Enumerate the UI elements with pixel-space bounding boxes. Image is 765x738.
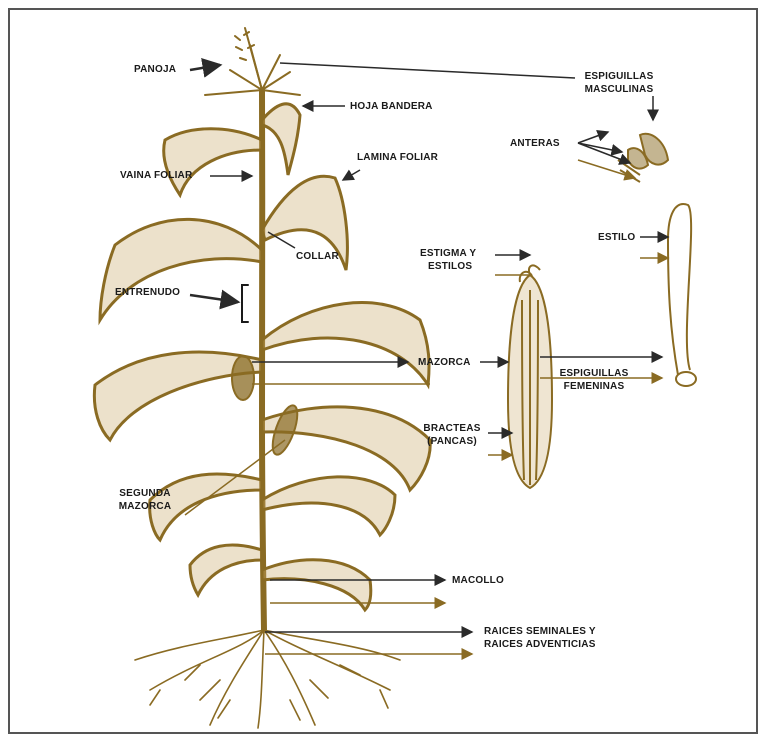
label-estilo: ESTILO (598, 231, 635, 244)
internode-bracket (242, 285, 248, 322)
label-estigma-estilos: ESTIGMA Y ESTILOS (420, 247, 476, 273)
label-entrenudo: ENTRENUDO (115, 286, 180, 299)
label-segunda-mazorca-line1: SEGUNDA (112, 487, 178, 500)
upper-leaf-left (164, 129, 262, 195)
main-ear (232, 356, 254, 400)
arrow-espiguillas-masc (280, 63, 575, 78)
arrow-anteras-3 (578, 143, 630, 163)
label-lamina-foliar: LAMINA FOLIAR (357, 151, 438, 164)
style-silk (668, 204, 691, 375)
label-hoja-bandera: HOJA BANDERA (350, 100, 433, 113)
arrow-anteras-4 (578, 160, 635, 178)
female-spikelet (676, 372, 696, 386)
label-estigma-line1: ESTIGMA Y (420, 247, 476, 260)
leaf-right-4 (262, 477, 395, 535)
ear-section (508, 265, 552, 488)
label-panoja: PANOJA (134, 63, 176, 76)
label-espiguillas-femeninas-line1: ESPIGUILLAS (548, 367, 640, 380)
label-mazorca: MAZORCA (418, 356, 471, 369)
label-vaina-foliar: VAINA FOLIAR (120, 169, 192, 182)
label-bracteas-line1: BRACTEAS (420, 422, 484, 435)
arrow-panoja (190, 65, 220, 70)
label-raices-line1: RAICES SEMINALES Y (484, 625, 596, 638)
label-espiguillas-masculinas-line2: MASCULINAS (578, 83, 660, 96)
label-espiguillas-masculinas-line1: ESPIGUILLAS (578, 70, 660, 83)
label-estigma-line2: ESTILOS (420, 260, 476, 273)
arrow-lamina-foliar (343, 170, 360, 180)
label-anteras: ANTERAS (510, 137, 560, 150)
detail-illustrations (508, 134, 696, 488)
flag-leaf (262, 104, 300, 175)
leaf-right-2 (262, 303, 429, 385)
arrow-entrenudo (190, 295, 238, 302)
label-segunda-mazorca: SEGUNDA MAZORCA (112, 487, 178, 513)
leaf-left-2 (100, 219, 262, 320)
plant-body (94, 28, 430, 728)
roots (135, 630, 400, 728)
label-segunda-mazorca-line2: MAZORCA (112, 500, 178, 513)
label-espiguillas-masculinas: ESPIGUILLAS MASCULINAS (578, 70, 660, 96)
label-raices-line2: RAICES ADVENTICIAS (484, 638, 596, 651)
arrow-anteras-1 (578, 132, 608, 143)
label-espiguillas-femeninas-line2: FEMENINAS (548, 380, 640, 393)
label-macollo: MACOLLO (452, 574, 504, 587)
label-espiguillas-femeninas: ESPIGUILLAS FEMENINAS (548, 367, 640, 393)
label-bracteas: BRACTEAS (PANCAS) (420, 422, 484, 448)
label-bracteas-line2: (PANCAS) (420, 435, 484, 448)
arrow-anteras-2 (578, 143, 622, 152)
label-collar: COLLAR (296, 250, 339, 263)
tassel (205, 28, 300, 95)
label-raices: RAICES SEMINALES Y RAICES ADVENTICIAS (484, 625, 596, 651)
leaf-left-5 (190, 545, 262, 595)
